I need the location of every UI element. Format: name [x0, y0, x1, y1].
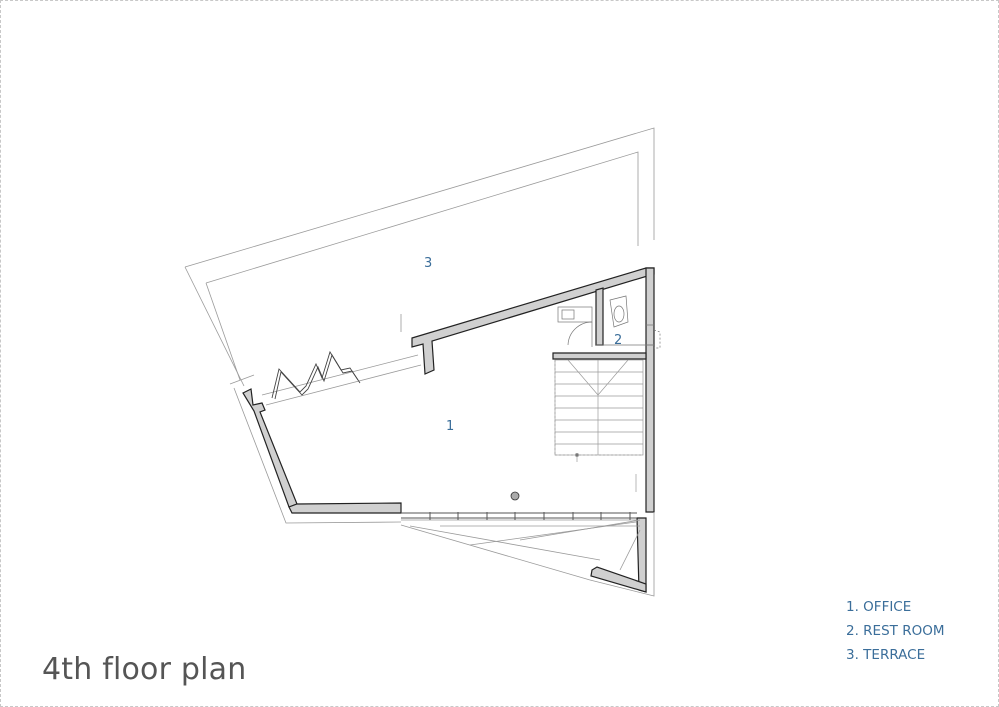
restroom-fixtures	[557, 295, 661, 349]
folding-door	[271, 350, 361, 400]
drawing-title: 4th floor plan	[42, 652, 247, 687]
column	[510, 491, 520, 501]
room-label-office: 1	[446, 419, 454, 434]
legend-item-terrace: 3. TERRACE	[846, 647, 926, 663]
glazing	[401, 512, 637, 520]
parapet-line	[261, 354, 422, 406]
room-label-restroom: 2	[614, 333, 622, 348]
outer-lines	[233, 387, 655, 597]
terrace-outline	[184, 127, 655, 387]
room-legend: 1. OFFICE 2. REST ROOM 3. TERRACE	[846, 595, 944, 667]
walls	[242, 267, 655, 593]
legend-item-office: 1. OFFICE	[846, 599, 912, 615]
legend-item-restroom: 2. REST ROOM	[846, 623, 945, 639]
stair	[554, 359, 644, 492]
room-label-terrace: 3	[424, 256, 432, 271]
